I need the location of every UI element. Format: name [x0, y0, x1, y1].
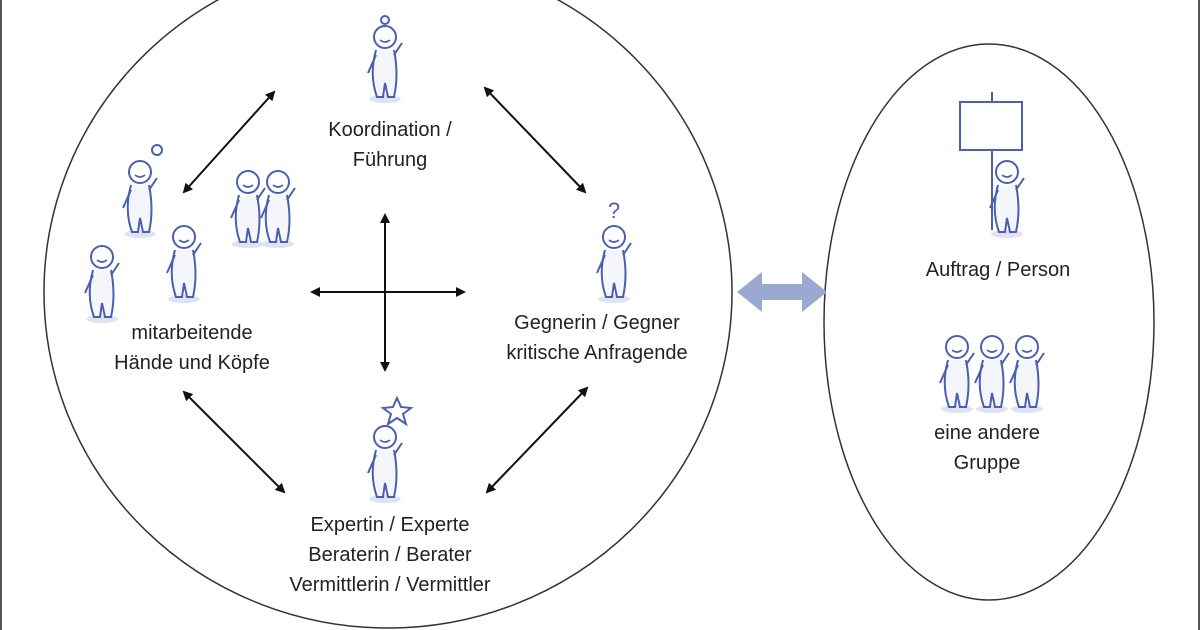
figure-expert — [367, 395, 414, 504]
label-coordination: Koordination / Führung — [328, 115, 451, 175]
label-opponent: Gegnerin / Gegner kritische Anfragende — [506, 308, 687, 368]
figure-coordination — [367, 15, 403, 104]
arrow-bottom-right — [485, 386, 589, 494]
label-line: Beraterin / Berater — [308, 544, 472, 566]
label-line: mitarbeitende — [131, 322, 253, 344]
arrow-top-left — [182, 90, 276, 194]
label-workers: mitarbeitende Hände und Köpfe — [114, 318, 270, 378]
figure-sign — [959, 92, 1025, 239]
label-line: Führung — [352, 149, 428, 171]
label-other-group: eine andere Gruppe — [934, 418, 1040, 478]
figure-pair-2 — [260, 170, 296, 249]
double-arrow-icon — [737, 272, 827, 312]
label-line: Hände und Köpfe — [114, 352, 270, 374]
figure-worker — [84, 245, 120, 324]
arrow-bottom-left — [182, 390, 286, 494]
label-line: Koordination / — [328, 119, 452, 141]
label-line: Expertin / Experte — [310, 514, 470, 536]
figure-idea — [122, 144, 163, 239]
figure-waving — [166, 225, 202, 304]
figure-group-1 — [939, 335, 975, 414]
figure-pair-1 — [230, 170, 266, 249]
label-line: Vermittlerin / Vermittler — [289, 574, 491, 596]
outer-ellipse — [823, 43, 1155, 601]
figure-group-2 — [974, 335, 1010, 414]
arrow-top-right — [483, 86, 587, 194]
label-assignment: Auftrag / Person — [926, 255, 1071, 285]
figure-opponent: ? — [596, 198, 632, 304]
svg-text:?: ? — [608, 198, 620, 223]
label-line: eine andere — [934, 422, 1040, 444]
figure-group-3 — [1009, 335, 1045, 414]
star-icon — [380, 395, 414, 427]
team-circle — [43, 0, 733, 629]
label-line: Gruppe — [953, 452, 1021, 474]
label-line: Auftrag / Person — [925, 259, 1071, 281]
label-line: kritische Anfragende — [506, 342, 688, 364]
label-expert: Expertin / Experte Beraterin / Berater V… — [289, 510, 490, 600]
label-line: Gegnerin / Gegner — [514, 312, 680, 334]
